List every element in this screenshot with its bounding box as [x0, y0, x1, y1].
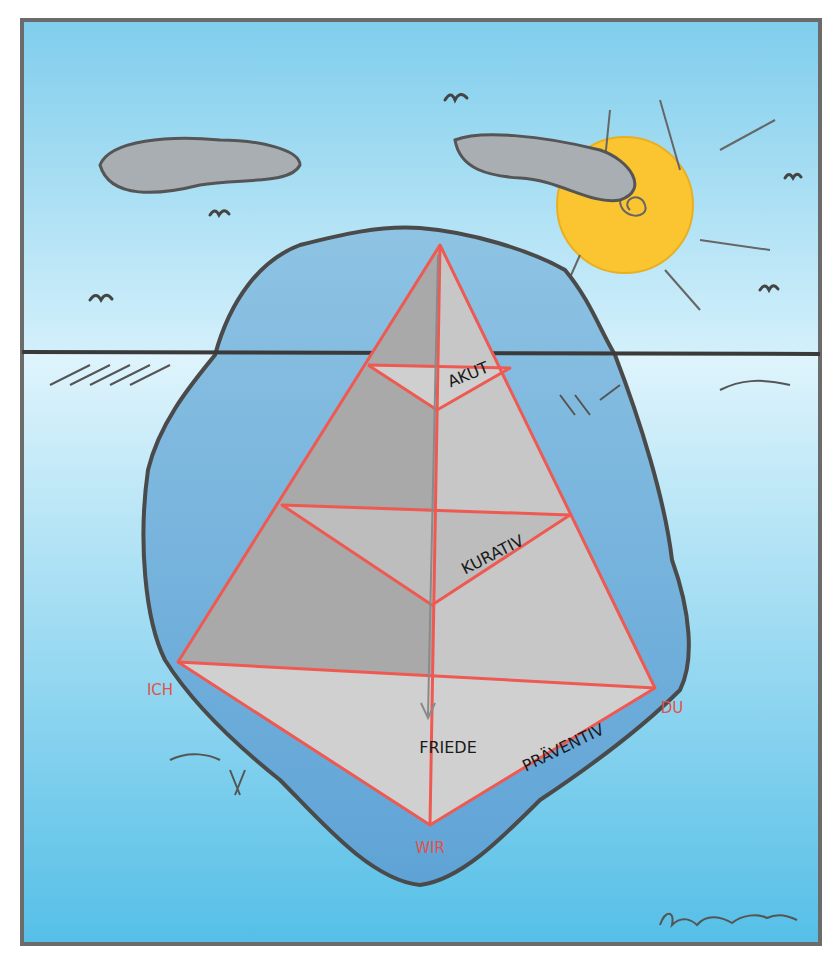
vertex-label: ICH [147, 683, 173, 698]
vertex-label: WIR [415, 841, 445, 856]
goal-label: FRIEDE [419, 740, 477, 756]
vertex-label: DU [661, 701, 684, 716]
